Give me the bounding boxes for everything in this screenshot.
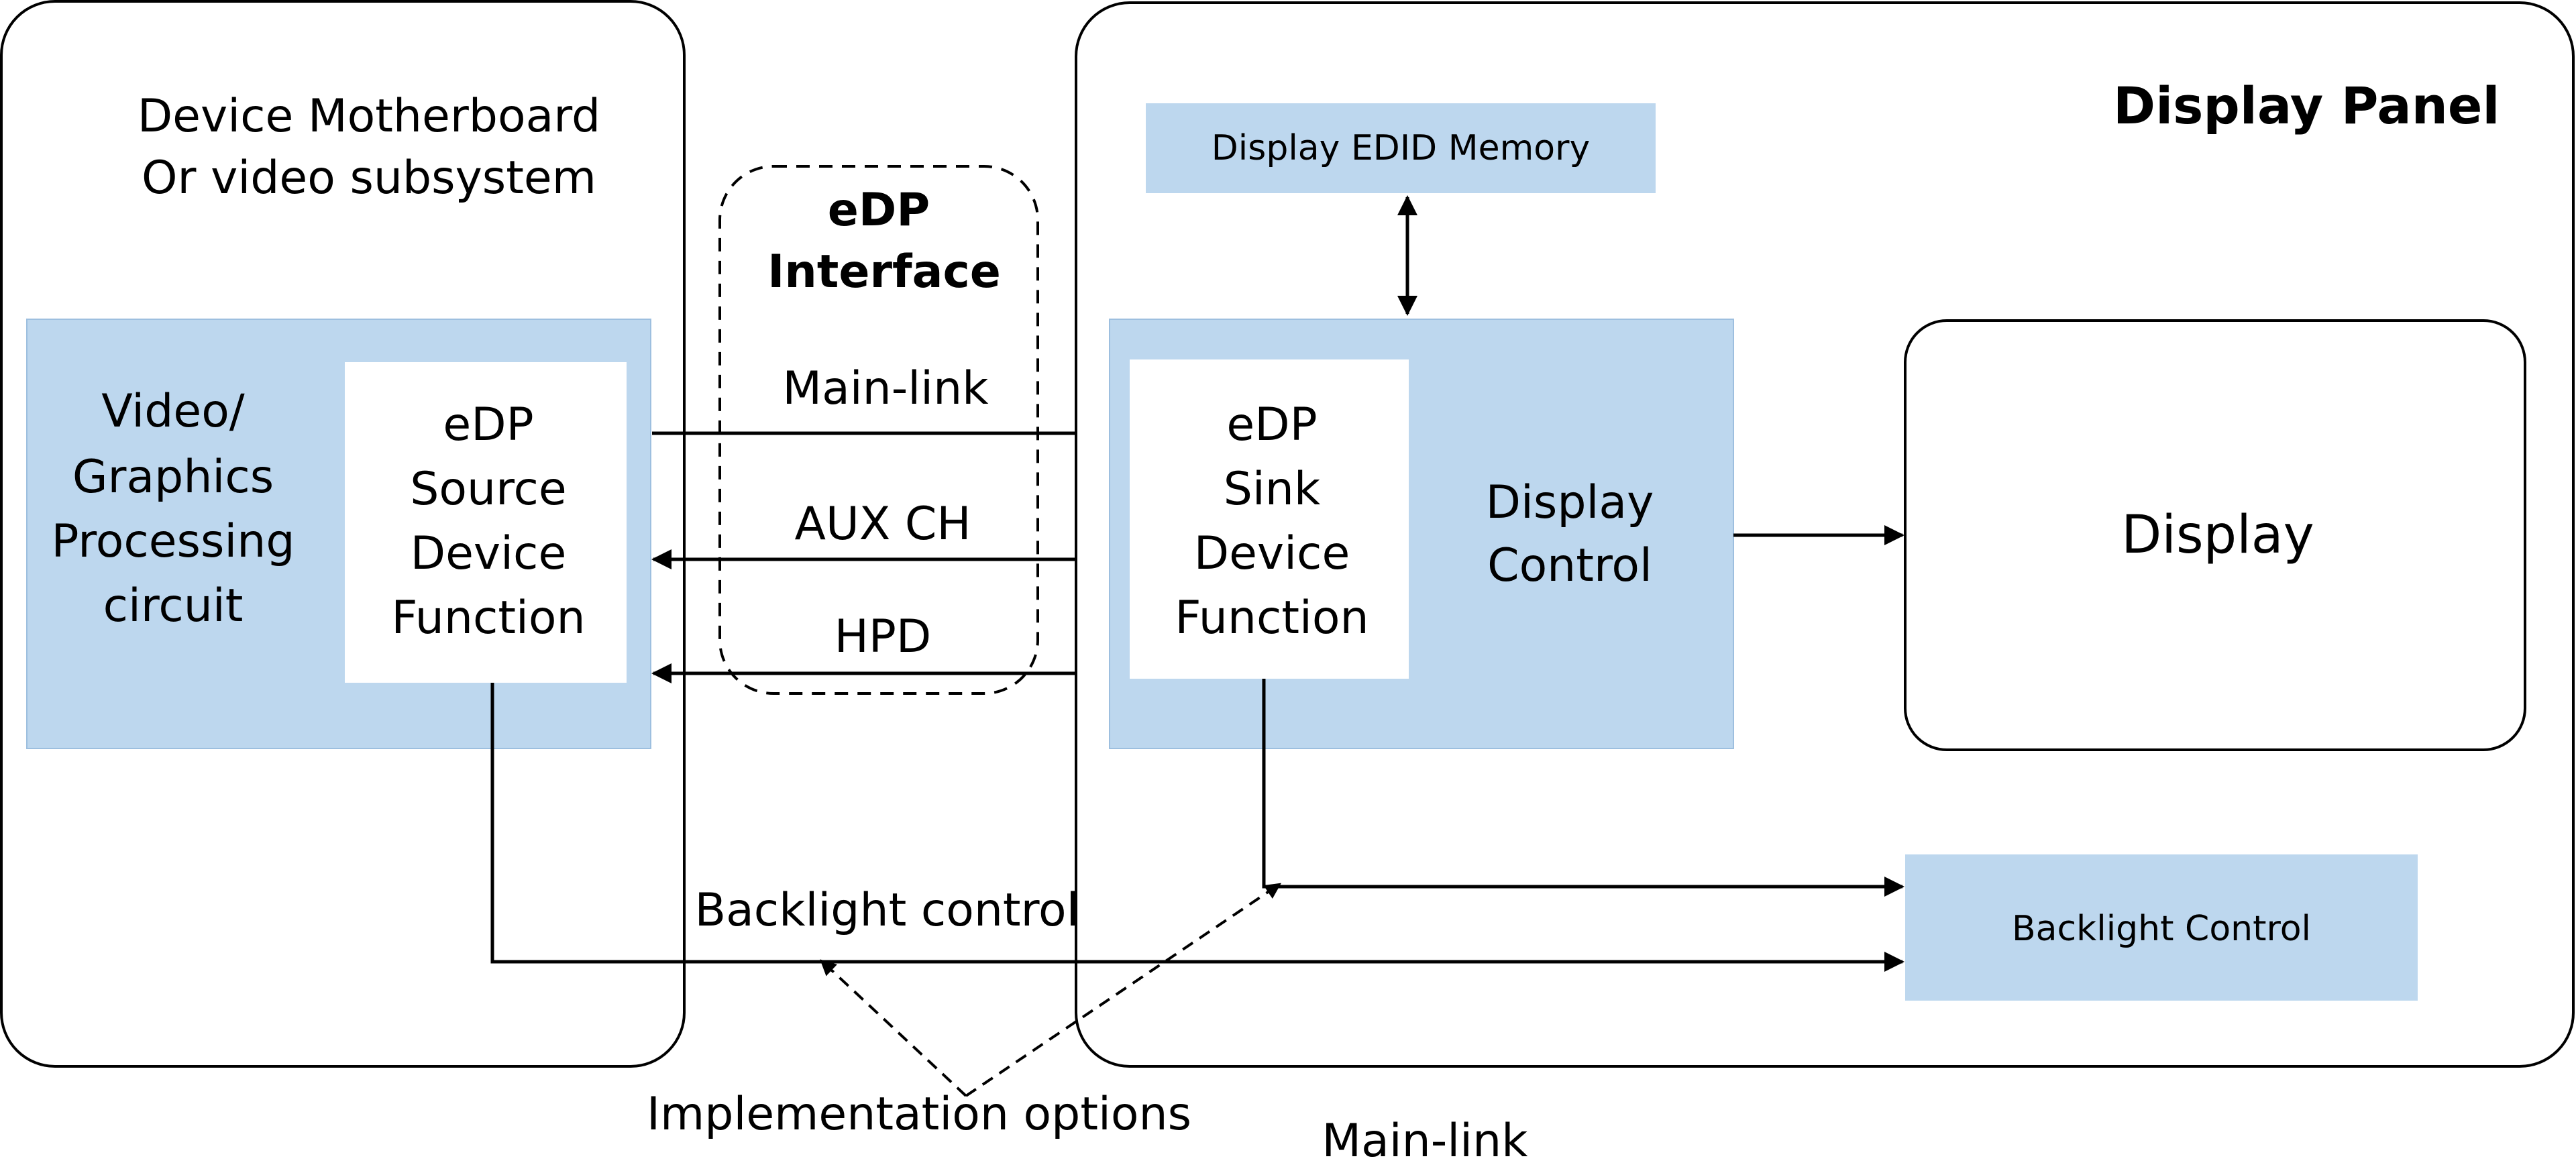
video-label-line4: circuit bbox=[103, 579, 244, 632]
edid-memory-label: Display EDID Memory bbox=[1212, 128, 1590, 168]
motherboard-title-line2: Or video subsystem bbox=[142, 152, 596, 205]
impl-option-arrow-right bbox=[965, 883, 1281, 1097]
source-line4: Function bbox=[391, 592, 585, 645]
sink-line3: Device bbox=[1194, 527, 1350, 580]
edp-interface-box bbox=[718, 165, 1039, 695]
video-label-line1: Video/ bbox=[101, 385, 245, 438]
sink-line4: Function bbox=[1175, 592, 1368, 645]
source-line3: Device bbox=[411, 527, 567, 580]
sink-line1: eDP bbox=[1226, 398, 1317, 451]
source-to-backlight-line bbox=[490, 683, 1904, 972]
bottom-main-link-label: Main-link bbox=[1322, 1115, 1528, 1168]
sink-line2: Sink bbox=[1224, 463, 1321, 516]
main-link-label: Main-link bbox=[782, 362, 989, 415]
implementation-options-label: Implementation options bbox=[647, 1088, 1191, 1141]
hpd-label: HPD bbox=[835, 610, 932, 663]
backlight-control-label: Backlight control bbox=[694, 884, 1079, 937]
display-control-line1: Display bbox=[1486, 476, 1654, 529]
display-control-line2: Control bbox=[1487, 539, 1652, 592]
backlight-control-box-label: Backlight Control bbox=[2012, 909, 2311, 949]
aux-ch-label: AUX CH bbox=[794, 498, 971, 551]
edp-interface-line1: eDP bbox=[828, 184, 930, 237]
display-panel-title: Display Panel bbox=[2113, 76, 2500, 135]
impl-option-arrow-left bbox=[820, 959, 967, 1097]
edid-memory-box bbox=[1146, 103, 1656, 193]
display-label: Display bbox=[2121, 505, 2314, 565]
video-label-line3: Processing bbox=[51, 515, 294, 568]
display-box bbox=[1904, 319, 2526, 751]
backlight-control-box bbox=[1905, 854, 2418, 1001]
source-line2: Source bbox=[410, 463, 567, 516]
video-label-line2: Graphics bbox=[72, 451, 274, 504]
edp-sink-box bbox=[1130, 359, 1409, 679]
motherboard-title-line1: Device Motherboard bbox=[138, 90, 600, 143]
edp-interface-line2: Interface bbox=[767, 245, 1001, 298]
edp-source-box bbox=[345, 362, 627, 683]
source-line1: eDP bbox=[443, 398, 533, 451]
